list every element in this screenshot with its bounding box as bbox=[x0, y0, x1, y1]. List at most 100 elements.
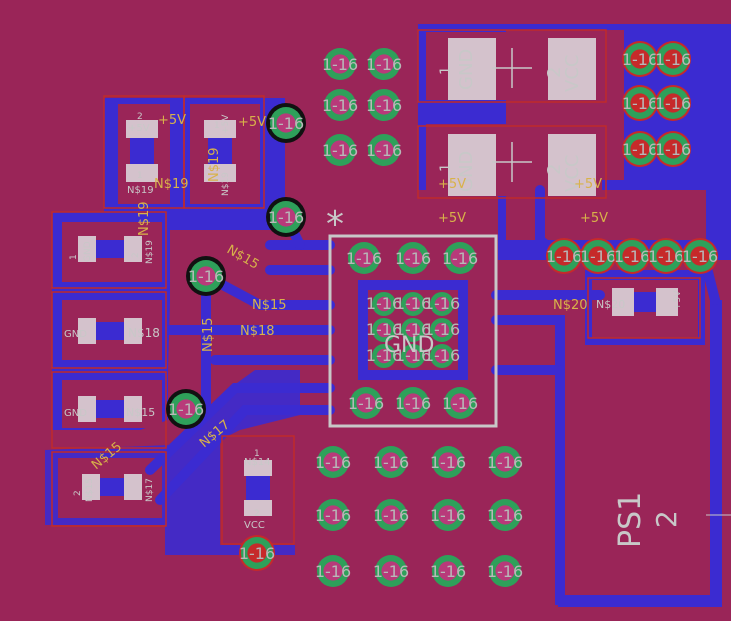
r-left3-b: N$15 bbox=[126, 406, 155, 419]
via-grid-top-left-3: 1-16 bbox=[366, 89, 402, 121]
via-grid-top-left-1: 1-16 bbox=[366, 48, 402, 80]
via-label: 1-16 bbox=[168, 400, 204, 419]
via-chip-center-1: 1-16 bbox=[395, 292, 431, 316]
via-label: 1-16 bbox=[655, 94, 691, 113]
cap-b-vcc: VCC bbox=[562, 155, 583, 192]
r-top2-pin2: 2 bbox=[214, 173, 220, 183]
r-mid-bot: VCC bbox=[244, 520, 265, 531]
via-label: 1-16 bbox=[395, 320, 431, 339]
r-mid-pin1: 1 bbox=[254, 449, 260, 459]
r-top1-pin2: 2 bbox=[137, 112, 143, 122]
net-19-2: N$19 bbox=[137, 201, 152, 236]
via-label: 1-16 bbox=[430, 562, 466, 581]
via-label: 1-16 bbox=[395, 394, 431, 413]
via-black-1: 1-16 bbox=[266, 197, 306, 237]
net-5v-3: +5V bbox=[438, 177, 466, 192]
r-mid-pin2: 2 bbox=[254, 509, 260, 519]
net-5v-4: +5V bbox=[574, 177, 602, 192]
via-chip-top-0: 1-16 bbox=[346, 242, 382, 274]
r-left4-a: N$15 bbox=[85, 478, 95, 502]
r-left2-a: GND bbox=[64, 329, 87, 340]
via-label: 1-16 bbox=[366, 141, 402, 160]
chip-gnd-label: GND bbox=[384, 333, 434, 358]
resistor-left-2: GND N$18 bbox=[64, 318, 160, 344]
via-label: 1-16 bbox=[655, 50, 691, 69]
via-header-row-3: 1-16 bbox=[648, 238, 684, 274]
via-grid-bottom-11: 1-16 bbox=[487, 555, 523, 587]
cap-b-gnd: GND bbox=[456, 151, 477, 192]
via-chip-center-4: 1-16 bbox=[395, 318, 431, 342]
net-19-3: N$19 bbox=[207, 147, 222, 182]
via-chip-bottom-0: 1-16 bbox=[348, 387, 384, 419]
cap-a-gnd: GND bbox=[456, 49, 477, 90]
via-header-row-1: 1-16 bbox=[580, 238, 616, 274]
via-label: 1-16 bbox=[322, 96, 358, 115]
via-label: 1-16 bbox=[487, 562, 523, 581]
via-label: 1-16 bbox=[373, 506, 409, 525]
via-grid-bottom-3: 1-16 bbox=[487, 446, 523, 478]
ps1-label: PS1 bbox=[613, 492, 648, 548]
cap-a-pin1: 1 bbox=[438, 66, 454, 75]
via-grid-top-left-2: 1-16 bbox=[322, 89, 358, 121]
via-label: 1-16 bbox=[430, 506, 466, 525]
cap-a-pin2: 2 bbox=[544, 67, 565, 78]
net-5v-6: +5V bbox=[580, 211, 608, 226]
via-grid-bottom-10: 1-16 bbox=[430, 555, 466, 587]
resistor-mid: 1 N$14 2 VCC bbox=[244, 449, 272, 531]
via-black-2: 1-16 bbox=[186, 256, 226, 296]
r-left4-b: N$17 bbox=[145, 478, 155, 502]
resistor-left-4: 2 N$15 N$17 bbox=[73, 474, 155, 502]
via-chip-top-1: 1-16 bbox=[395, 242, 431, 274]
r-left4-pin2: 2 bbox=[73, 490, 83, 496]
r-top2-bot: N$19 bbox=[221, 172, 231, 196]
via-label: 1-16 bbox=[655, 140, 691, 159]
via-label: 1-16 bbox=[373, 562, 409, 581]
resistor-left-1: 1 GND 2 N$19 bbox=[69, 236, 155, 264]
chip-outline bbox=[328, 234, 498, 428]
via-label: 1-16 bbox=[487, 506, 523, 525]
via-chip-center-0: 1-16 bbox=[366, 292, 402, 316]
via-chip-center-5: 1-16 bbox=[424, 318, 460, 342]
via-label: 1-16 bbox=[346, 249, 382, 268]
via-chip-top-2: 1-16 bbox=[442, 242, 478, 274]
net-15-2: N$15 bbox=[252, 298, 287, 313]
via-grid-top-right-1: 1-16 bbox=[655, 41, 691, 77]
via-chip-center-7: 1-16 bbox=[395, 344, 431, 368]
r-left2-b: N$18 bbox=[128, 326, 160, 340]
r-left3-a: GND bbox=[64, 408, 87, 419]
via-label: 1-16 bbox=[373, 453, 409, 472]
via-grid-bottom-7: 1-16 bbox=[487, 499, 523, 531]
via-grid-top-right-2: 1-16 bbox=[622, 85, 658, 121]
net-20-1: N$20 bbox=[553, 298, 588, 313]
chip-star: * bbox=[326, 204, 344, 245]
cap-b-pin1: 1 bbox=[438, 163, 454, 172]
via-label: 1-16 bbox=[424, 294, 460, 313]
via-label: 1-16 bbox=[442, 394, 478, 413]
r-right-b: +5V bbox=[673, 290, 683, 310]
via-chip-center-3: 1-16 bbox=[366, 318, 402, 342]
r-mid-top: N$14 bbox=[244, 457, 271, 468]
via-label: 1-16 bbox=[546, 247, 582, 266]
via-label: 1-16 bbox=[682, 247, 718, 266]
via-label: 1-16 bbox=[622, 50, 658, 69]
net-15-3: N$15 bbox=[201, 317, 216, 352]
via-label: 1-16 bbox=[395, 294, 431, 313]
via-label: 1-16 bbox=[315, 562, 351, 581]
via-label: 1-16 bbox=[239, 544, 275, 563]
ps1-pin: 2 bbox=[650, 510, 683, 528]
via-label: 1-16 bbox=[622, 140, 658, 159]
via-label: 1-16 bbox=[614, 247, 650, 266]
via-chip-center-2: 1-16 bbox=[424, 292, 460, 316]
silk-boxes bbox=[51, 29, 701, 545]
via-label: 1-16 bbox=[268, 208, 304, 227]
via-label: 1-16 bbox=[424, 320, 460, 339]
via-header-row-0: 1-16 bbox=[546, 238, 582, 274]
via-label: 1-16 bbox=[315, 506, 351, 525]
via-label: 1-16 bbox=[395, 346, 431, 365]
via-grid-top-left-4: 1-16 bbox=[322, 134, 358, 166]
via-chip-bottom-2: 1-16 bbox=[442, 387, 478, 419]
via-label: 1-16 bbox=[268, 114, 304, 133]
via-label: 1-16 bbox=[188, 267, 224, 286]
r-top1-bot: N$19 bbox=[127, 185, 154, 196]
